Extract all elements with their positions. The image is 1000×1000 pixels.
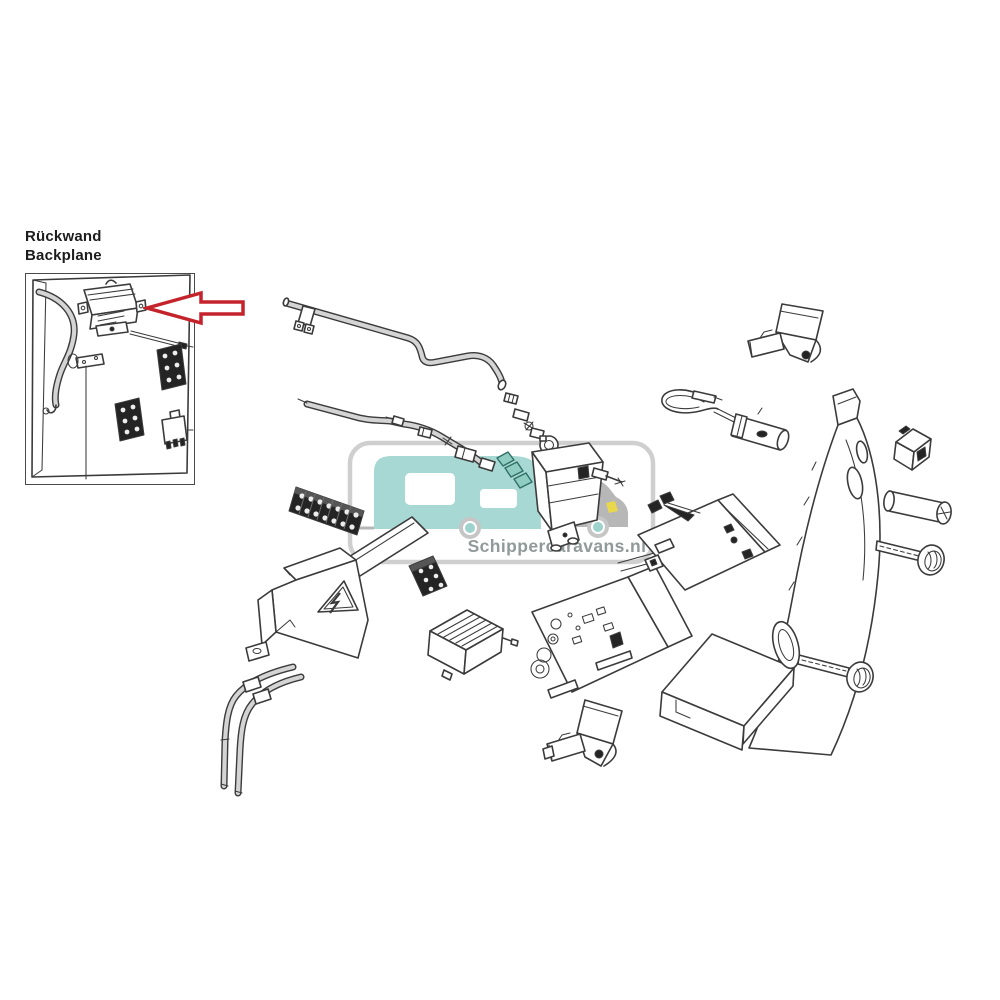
pipe-end-opening	[497, 379, 507, 391]
warning-cover	[245, 516, 429, 662]
caravan-wheel	[459, 517, 481, 539]
terminal-strip	[288, 486, 365, 536]
compression-fittings-upper	[503, 392, 535, 431]
car-window-yellow	[606, 501, 618, 513]
union-nut	[503, 392, 519, 405]
pipe-clamp	[293, 305, 316, 335]
spacer-sleeve	[883, 490, 952, 525]
lightning-bolt	[329, 592, 341, 614]
warning-triangle-icon	[317, 580, 359, 614]
fascia-hole-2	[846, 466, 864, 500]
thermocouple-needle	[591, 467, 626, 487]
needle-fitting	[391, 415, 405, 427]
plate-clip-1	[647, 499, 663, 514]
clip-2	[442, 436, 453, 446]
compression-fittings-lower	[385, 415, 533, 489]
retainer-clip-upper	[747, 303, 824, 363]
gas-valve-assembly	[529, 427, 626, 552]
cable-terminal	[691, 390, 717, 404]
wire-ferrule-2	[252, 688, 272, 705]
inset-gas-pipe	[35, 288, 78, 415]
plate-lever	[663, 504, 695, 522]
backplane-inset-drawing	[31, 274, 194, 480]
union-nut-2	[417, 426, 433, 439]
ignition-cable	[661, 389, 790, 451]
terminal-block-small	[408, 555, 448, 597]
inset-relay	[161, 409, 194, 450]
inset-title: Rückwand Backplane	[25, 228, 102, 266]
cable-connector	[730, 407, 790, 451]
circuit-board-assembly	[530, 554, 693, 699]
relay-pin	[510, 638, 519, 647]
inset-terminal-block-upper	[156, 343, 187, 391]
valve-flange	[547, 521, 580, 552]
relay-box	[427, 609, 519, 681]
olive-sleeve	[512, 408, 530, 422]
red-pointer-arrow	[143, 290, 245, 326]
watermark-logo: Schippercaravans.nl	[347, 440, 656, 565]
wire-ferrule-1	[242, 676, 262, 693]
inset-title-english: Backplane	[25, 246, 102, 264]
inset-pipe-bracket	[67, 353, 105, 480]
inset-igniter-box	[77, 279, 147, 337]
pipe-cut-tip	[297, 398, 308, 404]
grommet	[771, 620, 801, 670]
inset-terminal-block-lower	[114, 397, 145, 442]
red-arrow-shape	[143, 290, 245, 326]
board-components	[530, 606, 615, 679]
caravan-window-2	[480, 489, 517, 508]
plate-rail	[717, 493, 781, 553]
inset-title-german: Rückwand	[25, 228, 102, 245]
housing-base-box	[659, 633, 795, 751]
union-nut-3	[478, 457, 496, 472]
wire-pair	[220, 663, 305, 797]
plate-hole	[654, 538, 675, 554]
plate-clip-2	[659, 491, 675, 505]
valve-inlet-elbows	[496, 451, 533, 489]
valve-port	[577, 465, 590, 480]
board-connector	[609, 631, 624, 649]
fascia-hole-1	[855, 440, 869, 464]
mounting-plate	[617, 491, 781, 591]
cover-foot	[245, 641, 270, 662]
union-body	[454, 445, 477, 463]
circuit-board	[531, 576, 669, 693]
retainer-clip-lower	[542, 699, 623, 767]
upper-gas-pipe	[282, 297, 507, 391]
caravan-window-1	[405, 473, 455, 505]
screw-upper	[875, 540, 945, 576]
switch-block	[893, 425, 932, 471]
cover-side	[257, 589, 277, 646]
screw-lower	[797, 654, 874, 693]
